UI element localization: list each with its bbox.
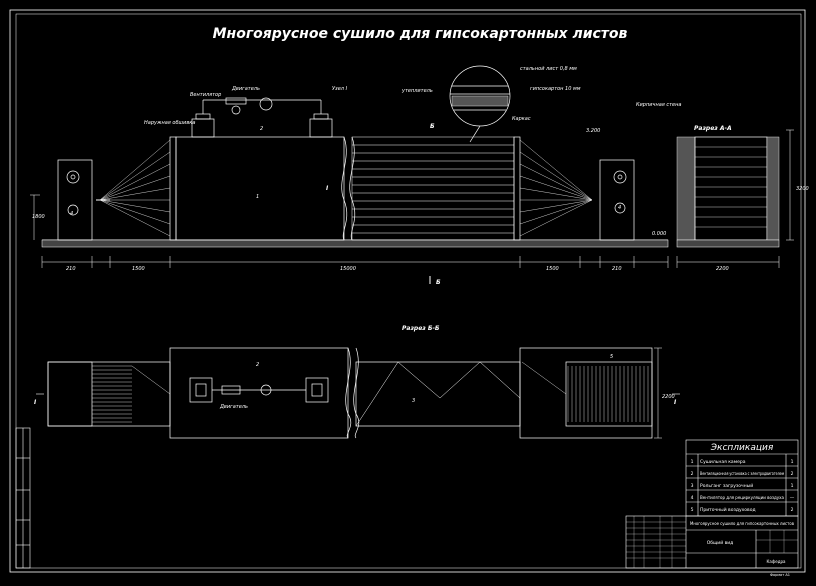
spec-row-qty: 2 (791, 471, 794, 477)
plan-mark-3: 3 (412, 398, 415, 404)
dim-section: 2200 (716, 266, 729, 272)
spec-row-name: Рольганг загрузочный (700, 482, 753, 489)
plan-axis-right: I (674, 399, 677, 406)
spec-row-qty: — (790, 496, 795, 501)
label-axis-b: Б (430, 123, 435, 130)
elevation-view (30, 65, 794, 284)
spec-row-name: Вентилятор для рециркуляции воздуха (700, 495, 784, 501)
spec-row-pos: 2 (691, 471, 694, 477)
label-mark-1: 1 (256, 194, 259, 200)
spec-title: Экспликация (710, 443, 774, 453)
outer-frame (9, 9, 806, 573)
label-section-aa: Разрез А-А (694, 125, 732, 132)
drawing-title: Многоярусное сушило для гипсокартонных л… (213, 26, 628, 42)
label-section-mark: Б (436, 279, 441, 286)
label-cladding: Наружная обшивка (144, 120, 195, 126)
dim-right: 1500 (546, 266, 559, 272)
dim-mid: 15000 (340, 266, 356, 272)
label-level-top: 0.000 (652, 231, 666, 237)
dim-h2: 1800 (32, 214, 45, 220)
label-blower: Вентилятор (190, 92, 221, 98)
spec-row-pos: 5 (691, 507, 694, 513)
label-gypsum-layer: гипсокартон 10 мм (530, 86, 581, 92)
spec-row-name: Приточный воздуховод (700, 506, 756, 513)
plan-dim-width: 2200 (662, 394, 675, 400)
label-motor: Двигатель (231, 86, 260, 92)
label-mark-4-left: 4 (70, 211, 73, 217)
spec-row-pos: 4 (691, 495, 694, 501)
spec-rows: 1 Сушильная камера 1 2 Вентиляционная ус… (691, 459, 795, 513)
label-roman-i: I (326, 185, 329, 192)
label-node: Узел I (332, 86, 348, 92)
plan-mark-2: 2 (256, 362, 259, 368)
label-level-side: 3.200 (586, 128, 600, 134)
dim-h1: 3200 (796, 186, 809, 192)
dim-left: 210 (66, 266, 76, 272)
spec-row-pos: 1 (691, 459, 694, 465)
label-mark-2: 2 (260, 126, 263, 132)
spec-row-name: Сушильная камера (700, 459, 746, 465)
label-frame: Каркас (512, 116, 531, 122)
spec-row-pos: 3 (691, 483, 694, 489)
label-section-bb: Разрез Б-Б (402, 325, 440, 332)
plan-motor-label: Двигатель (219, 404, 248, 410)
title-doc-name: Многоярусное сушило для гипсокартонных л… (690, 521, 794, 527)
label-mark-4-right: 4 (618, 205, 621, 211)
plan-mark-5: 5 (610, 354, 613, 360)
spec-row-qty: 1 (791, 459, 794, 465)
inner-frame (15, 13, 802, 569)
label-steel-sheet: стальной лист 0,8 мм (520, 66, 577, 72)
plan-view (36, 347, 680, 439)
title-sheet-name: Общий вид (707, 539, 734, 546)
dim-left2: 1500 (132, 266, 145, 272)
label-brick-wall: Кирпичная стена (636, 102, 681, 108)
dim-right2: 210 (612, 266, 622, 272)
spec-row-qty: 2 (791, 507, 794, 513)
spec-row-name: Вентиляционная установка с электродвигат… (700, 471, 784, 477)
title-org: Кафедра (767, 559, 786, 564)
spec-row-qty: 1 (791, 483, 794, 489)
label-insulation: утеплитель (401, 88, 433, 94)
title-format: Формат А1 (770, 573, 790, 577)
title-block (15, 427, 799, 569)
plan-axis-left: I (34, 399, 37, 406)
